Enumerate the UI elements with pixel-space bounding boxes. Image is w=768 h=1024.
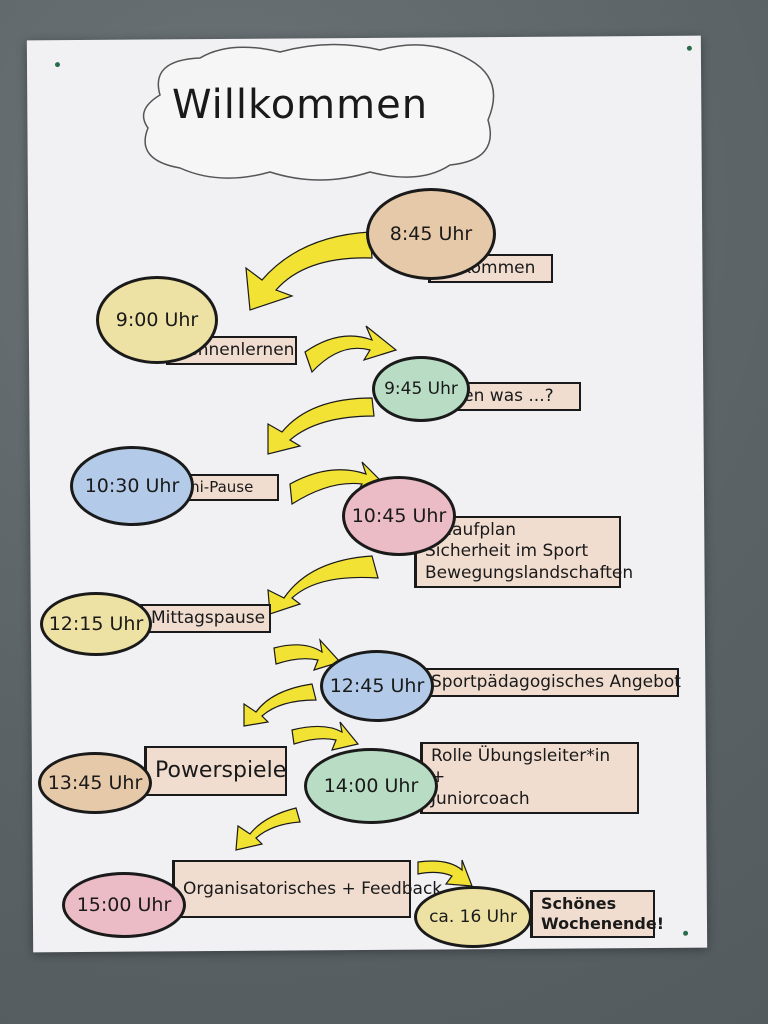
time-bubble: 14:00 Uhr bbox=[304, 748, 438, 824]
schedule-label: Powerspiele bbox=[144, 746, 287, 796]
schedule-label: Mittagspause bbox=[140, 604, 271, 634]
time-bubble: 15:00 Uhr bbox=[62, 872, 186, 938]
arrow-1 bbox=[245, 231, 373, 311]
title-cloud bbox=[142, 43, 495, 181]
arrow-9 bbox=[235, 807, 301, 851]
arrow-8 bbox=[291, 721, 360, 751]
arrow-6 bbox=[273, 638, 342, 671]
schedule-label: Sportpädagogisches Angebot bbox=[420, 668, 681, 698]
arrow-3 bbox=[267, 397, 375, 455]
schedule-label: Organisatorisches + Feedback bbox=[172, 860, 442, 918]
schedule-label: Schönes Wochenende! bbox=[530, 890, 664, 938]
time-bubble: ca. 16 Uhr bbox=[414, 886, 532, 948]
time-bubble: 10:30 Uhr bbox=[70, 446, 194, 526]
arrow-2 bbox=[304, 325, 398, 374]
time-bubble: 13:45 Uhr bbox=[38, 752, 152, 814]
time-bubble: 9:00 Uhr bbox=[96, 276, 218, 364]
page-title: Willkommen bbox=[171, 82, 429, 128]
arrow-7 bbox=[243, 683, 317, 727]
time-bubble: 8:45 Uhr bbox=[366, 188, 496, 280]
time-bubble: 10:45 Uhr bbox=[342, 476, 456, 556]
arrow-10 bbox=[417, 859, 473, 887]
arrow-5 bbox=[267, 555, 379, 615]
time-bubble: 12:45 Uhr bbox=[320, 650, 434, 722]
schedule-label: Rolle Übungsleiter*in + Juniorcoach bbox=[420, 742, 639, 814]
time-bubble: 9:45 Uhr bbox=[372, 356, 470, 422]
time-bubble: 12:15 Uhr bbox=[40, 592, 152, 656]
